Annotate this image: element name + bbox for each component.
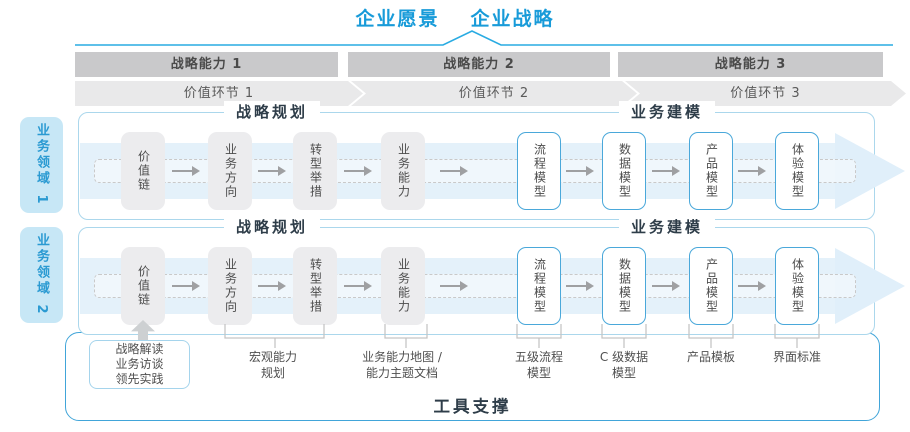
deliverable-label-process-model: 五级流程 模型: [514, 350, 563, 380]
deliverable-label-product-template: 产品模板: [686, 350, 735, 364]
box-label: 转型举措: [308, 143, 323, 199]
business-row-1: 战略规划 业务建模 价值链 业务方向 转型举措 业务能力 流程模型 数据模型 产…: [78, 101, 905, 220]
planning-box-transformation-initiatives: 转型举措: [293, 132, 337, 210]
flow-arrow-icon: [738, 166, 766, 176]
business-row-2: 战略规划 业务建模 价值链 业务方向 转型举措 业务能力 流程模型 数据模型 产…: [78, 216, 905, 335]
box-label: 价值链: [136, 265, 151, 307]
flow-arrow-icon: [172, 281, 200, 291]
deliverable-label-capability-map: 业务能力地图 / 能力主题文档: [362, 350, 442, 380]
flow-arrow-icon: [172, 166, 200, 176]
box-label: 体验模型: [790, 258, 805, 314]
value-link-chevron-2: 价值环节 2: [351, 81, 637, 106]
modeling-box-experience-model: 体验模型: [775, 247, 819, 325]
strategy-label: 企业战略: [470, 8, 555, 30]
planning-box-business-direction: 业务方向: [208, 247, 252, 325]
box-label: 业务能力: [396, 258, 411, 314]
planning-section-title: 战略规划: [223, 101, 321, 123]
flow-arrow-icon: [738, 281, 766, 291]
modeling-box-process-model: 流程模型: [517, 132, 561, 210]
flow-arrow-icon: [652, 166, 680, 176]
flow-arrow-icon: [440, 166, 468, 176]
planning-box-business-direction: 业务方向: [208, 132, 252, 210]
flow-arrow-icon: [440, 281, 468, 291]
vision-pointer-line: [75, 30, 893, 46]
box-label: 数据模型: [617, 258, 632, 314]
flow-arrow-icon: [652, 281, 680, 291]
modeling-box-product-model: 产品模型: [689, 132, 733, 210]
deliverable-label-data-model: C 级数据 模型: [599, 350, 649, 380]
planning-section-title: 战略规划: [223, 216, 321, 238]
domain-tab-2-label: 业务领域 2: [34, 233, 49, 317]
box-label: 流程模型: [532, 143, 547, 199]
box-label: 体验模型: [790, 143, 805, 199]
box-label: 产品模型: [704, 258, 719, 314]
modeling-box-data-model: 数据模型: [602, 247, 646, 325]
flow-arrow-icon: [258, 166, 286, 176]
flow-arrow-icon: [344, 166, 372, 176]
box-label: 业务方向: [223, 143, 238, 199]
tool-support-label: 工具支撑: [433, 397, 512, 416]
box-label: 业务方向: [223, 258, 238, 314]
planning-box-value-chain: 价值链: [121, 247, 165, 325]
modeling-box-experience-model: 体验模型: [775, 132, 819, 210]
deliverable-label-macro-capability: 宏观能力 规划: [248, 350, 297, 380]
flow-arrow-icon: [566, 281, 594, 291]
planning-box-value-chain: 价值链: [121, 132, 165, 210]
box-label: 流程模型: [532, 258, 547, 314]
box-label: 产品模型: [704, 143, 719, 199]
capability-bar-1: 战略能力 1: [75, 52, 338, 77]
modeling-box-data-model: 数据模型: [602, 132, 646, 210]
method-sources-box: 战略解读 业务访谈 领先实践: [89, 340, 190, 389]
vision-label: 企业愿景: [355, 8, 440, 30]
flow-arrow-icon: [344, 281, 372, 291]
domain-tab-1-label: 业务领域 1: [34, 123, 49, 207]
flow-arrow-icon: [566, 166, 594, 176]
planning-box-business-capability: 业务能力: [381, 132, 425, 210]
capability-bar-2: 战略能力 2: [348, 52, 610, 77]
planning-box-business-capability: 业务能力: [381, 247, 425, 325]
modeling-box-product-model: 产品模型: [689, 247, 733, 325]
planning-box-transformation-initiatives: 转型举措: [293, 247, 337, 325]
domain-tab-1: 业务领域 1: [20, 117, 63, 213]
modeling-section-title: 业务建模: [618, 101, 716, 123]
capability-bar-3: 战略能力 3: [618, 52, 883, 77]
flow-arrow-icon: [258, 281, 286, 291]
modeling-section-title: 业务建模: [618, 216, 716, 238]
box-label: 数据模型: [617, 143, 632, 199]
domain-tab-2: 业务领域 2: [20, 227, 63, 323]
page-title: 企业愿景 企业战略: [0, 4, 910, 31]
box-label: 转型举措: [308, 258, 323, 314]
deliverable-label-ui-standard: 界面标准: [772, 350, 821, 364]
modeling-box-process-model: 流程模型: [517, 247, 561, 325]
box-label: 价值链: [136, 150, 151, 192]
box-label: 业务能力: [396, 143, 411, 199]
